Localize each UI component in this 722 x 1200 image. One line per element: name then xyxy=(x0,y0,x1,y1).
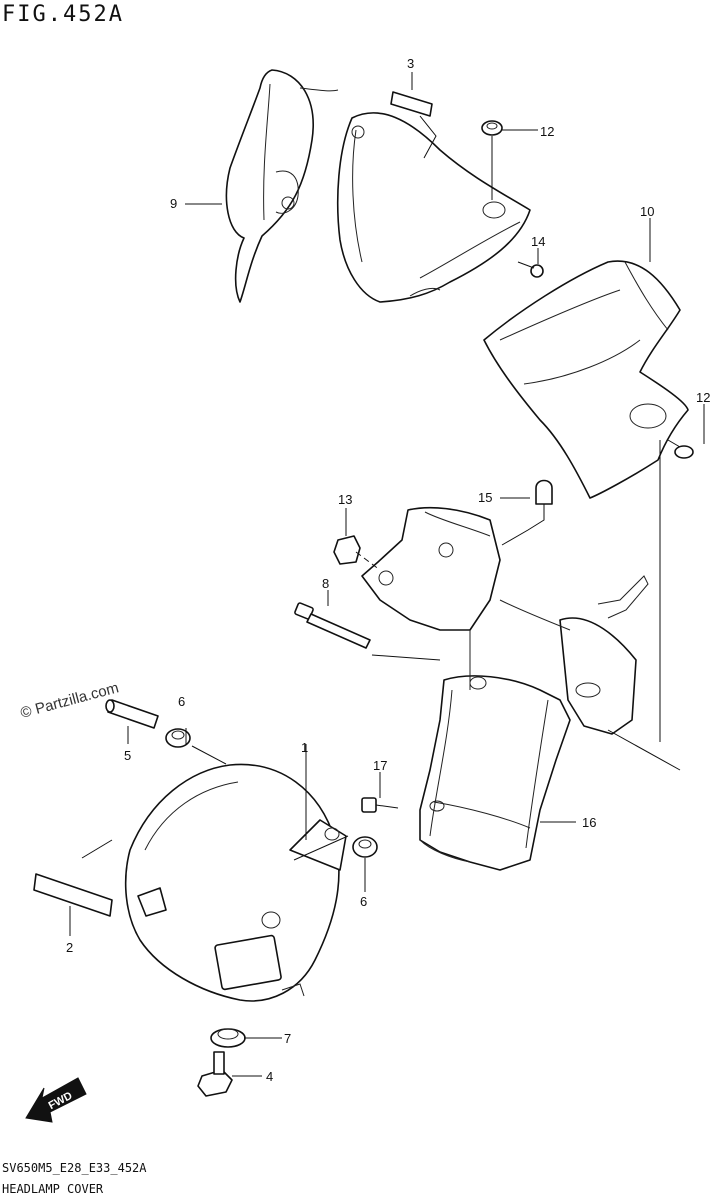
callout-1: 1 xyxy=(301,740,308,755)
part-15-clip[interactable] xyxy=(501,479,553,546)
callout-12-upper: 12 xyxy=(540,124,554,139)
part-10-side-cover[interactable] xyxy=(483,260,689,499)
leader-lines xyxy=(69,72,705,1077)
callout-15: 15 xyxy=(478,490,492,505)
part-2-tape[interactable] xyxy=(33,873,113,917)
callout-16: 16 xyxy=(582,815,596,830)
callout-12-right: 12 xyxy=(696,390,710,405)
callout-13: 13 xyxy=(338,492,352,507)
fwd-arrow-icon xyxy=(25,1077,87,1123)
watermark-text: © Partzilla.com xyxy=(19,679,121,722)
callout-14: 14 xyxy=(531,234,545,249)
part-8-bolt[interactable] xyxy=(294,602,371,649)
part-5-collar[interactable] xyxy=(105,699,159,729)
callout-17: 17 xyxy=(373,758,387,773)
callout-2: 2 xyxy=(66,940,73,955)
cowl-upper[interactable] xyxy=(336,112,531,303)
part-6-grommet-upper[interactable] xyxy=(165,728,191,748)
callout-5: 5 xyxy=(124,748,131,763)
callout-4: 4 xyxy=(266,1069,273,1084)
callout-7: 7 xyxy=(284,1031,291,1046)
figure-name: HEADLAMP COVER xyxy=(2,1182,104,1196)
callout-9: 9 xyxy=(170,196,177,211)
part-9-side-cover[interactable] xyxy=(225,69,339,303)
callout-3: 3 xyxy=(407,56,414,71)
callout-6-upper: 6 xyxy=(178,694,185,709)
part-12-screw-right[interactable] xyxy=(667,439,694,459)
part-1-headlamp-housing[interactable] xyxy=(124,763,347,1002)
part-6-grommet-lower[interactable] xyxy=(352,836,378,858)
part-14-screw[interactable] xyxy=(517,261,544,278)
part-3-pad[interactable] xyxy=(390,91,433,117)
part-16-headlamp-stay[interactable] xyxy=(361,506,649,871)
callout-8: 8 xyxy=(322,576,329,591)
part-17-bolt[interactable] xyxy=(361,797,399,813)
part-12-grommet-upper[interactable] xyxy=(481,120,503,136)
callout-10: 10 xyxy=(640,204,654,219)
figure-title: FIG.452A xyxy=(2,2,124,27)
part-13-nut[interactable] xyxy=(333,535,361,565)
callout-6-lower: 6 xyxy=(360,894,367,909)
part-7-damper[interactable] xyxy=(210,1028,246,1048)
part-4-bolt[interactable] xyxy=(197,1051,233,1097)
figure-code: SV650M5_E28_E33_452A xyxy=(2,1161,147,1175)
